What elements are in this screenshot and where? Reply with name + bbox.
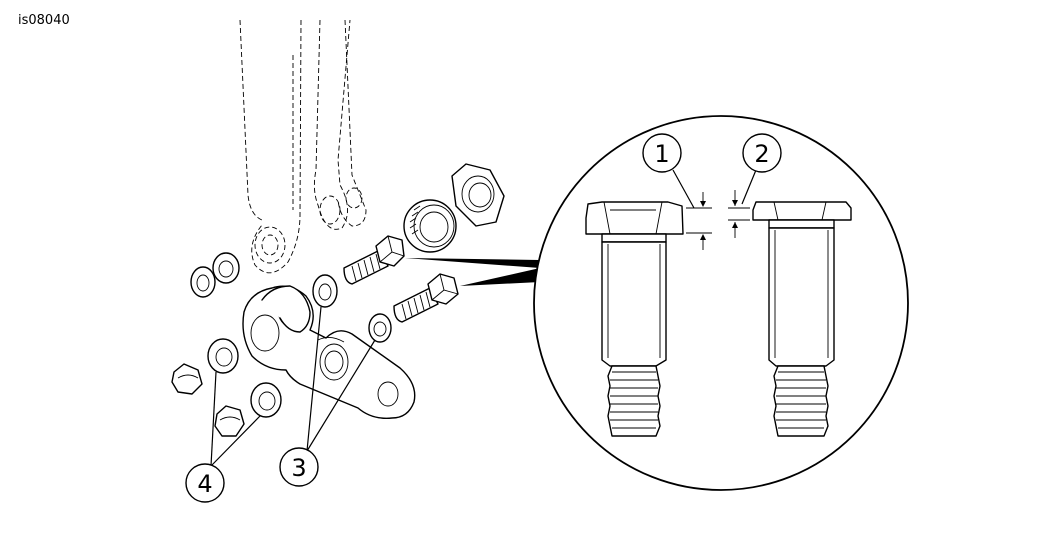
washer-center-upper <box>312 274 338 308</box>
phantom-arms <box>239 19 367 274</box>
washer-lower-left <box>250 382 282 418</box>
callout-3-number: 3 <box>291 454 306 482</box>
callout-4-number: 4 <box>197 470 212 498</box>
document-id: is08040 <box>18 13 70 28</box>
washer-upper-left-a <box>190 266 216 298</box>
detail-bolt-1 <box>585 201 684 437</box>
hex-nut-large <box>451 163 505 227</box>
detail-circle <box>533 115 909 491</box>
callout-1: 1 <box>642 133 682 173</box>
cap-nut-lower <box>214 405 245 437</box>
washer-upper-left-b <box>212 252 240 284</box>
detail-pointer <box>405 258 540 286</box>
cap-nut-upper <box>171 363 203 395</box>
link-bracket <box>242 285 416 419</box>
bolt-upper <box>343 235 405 285</box>
callout-4: 4 <box>185 463 225 503</box>
callout-1-number: 1 <box>654 140 669 168</box>
detail-bolt-2 <box>752 201 852 437</box>
callout-3: 3 <box>279 447 319 487</box>
callout-2-number: 2 <box>754 140 769 168</box>
threaded-collar <box>403 199 457 253</box>
washer-center-lower <box>368 313 392 343</box>
callout-2: 2 <box>742 133 782 173</box>
washer-mid-left <box>207 338 239 374</box>
bolt-lower <box>393 273 459 323</box>
dimension-marks <box>686 190 750 250</box>
leader-lines <box>210 169 757 467</box>
